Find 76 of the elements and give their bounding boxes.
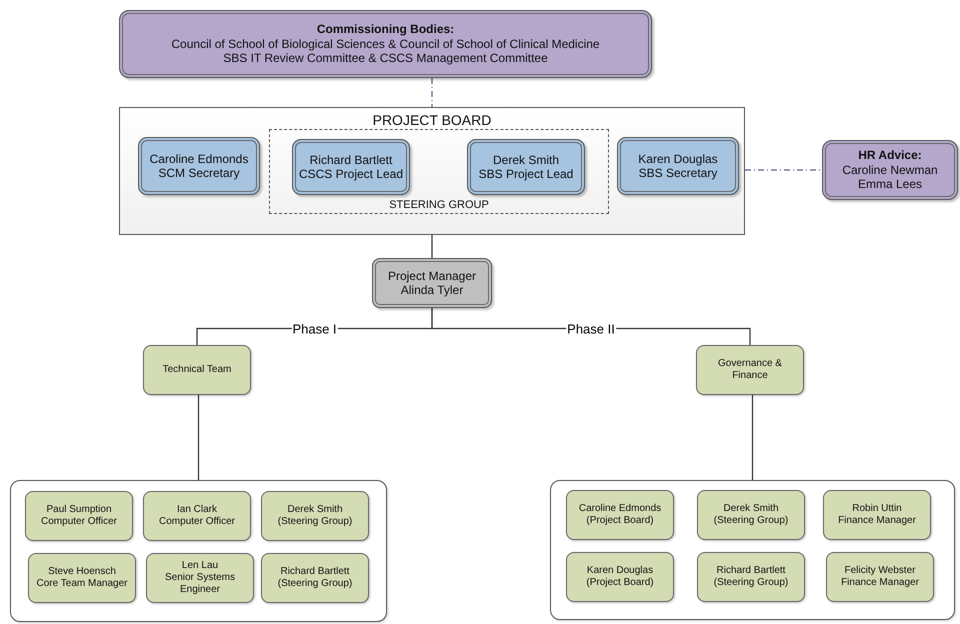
box-text: Alinda Tyler — [400, 283, 464, 298]
heading: HR Advice: — [857, 148, 923, 163]
box-text: Core Team Manager — [36, 578, 128, 590]
box-text: Karen Douglas — [586, 565, 654, 577]
member-box — [566, 552, 674, 602]
box-text: Finance Manager — [840, 577, 920, 589]
connector-line — [198, 395, 200, 480]
member-box — [826, 552, 934, 602]
empty-box — [10, 480, 387, 622]
box-text: CSCS Project Lead — [298, 167, 404, 182]
empty-box — [550, 480, 955, 620]
committee-box — [822, 140, 958, 200]
member-box — [697, 552, 805, 602]
connector-line — [752, 395, 754, 480]
team-box — [143, 345, 251, 395]
connector-line — [431, 78, 433, 107]
box-text: Derek Smith — [722, 503, 780, 515]
member-box — [28, 553, 136, 603]
member-box — [146, 553, 254, 603]
box-text: SBS IT Review Committee & CSCS Management Committee — [222, 51, 549, 66]
box-text: Derek Smith — [492, 152, 560, 167]
box-text: Len Lau — [180, 560, 220, 572]
box-text: Karen Douglas — [637, 152, 719, 166]
committee-box — [119, 10, 652, 78]
box-text: Derek Smith — [286, 504, 344, 516]
person-box — [138, 137, 260, 195]
person-box — [292, 139, 410, 195]
edge-label: Phase II — [566, 321, 616, 336]
person-box — [467, 139, 585, 195]
panel-title: STEERING GROUP — [388, 198, 490, 212]
member-box — [261, 553, 369, 603]
box-text: Technical Team — [162, 364, 232, 376]
box-text: Council of School of Biological Sciences & Council of School of Clinical Medicine — [170, 36, 601, 52]
box-text: (Project Board) — [585, 515, 655, 527]
person-box — [617, 137, 739, 195]
edge-label: Phase I — [291, 321, 338, 336]
member-box — [25, 491, 133, 541]
member-box — [697, 490, 805, 540]
box-text: Senior Systems Engineer — [164, 572, 236, 596]
group-frame — [269, 129, 609, 214]
box-text: (Steering Group) — [276, 516, 354, 528]
box-text: Computer Officer — [158, 516, 236, 528]
box-text: Ian Clark — [176, 504, 218, 516]
box-text: Caroline Edmonds — [578, 503, 662, 515]
box-text: (Steering Group) — [276, 578, 354, 590]
box-text: Emma Lees — [856, 177, 924, 192]
board-panel — [119, 107, 745, 235]
box-text: Finance Manager — [837, 515, 917, 527]
box-text: Caroline Newman — [841, 162, 939, 178]
box-text: Richard Bartlett — [716, 565, 786, 577]
box-text: Felicity Webster — [844, 565, 916, 577]
box-text: (Steering Group) — [712, 577, 790, 589]
box-text: (Steering Group) — [712, 515, 790, 527]
panel-title: PROJECT BOARD — [372, 112, 492, 129]
connector-line — [431, 235, 433, 258]
heading: Commissioning Bodies: — [316, 22, 456, 37]
box-text: Richard Bartlett — [308, 152, 394, 167]
member-box — [823, 490, 931, 540]
box-text: Steve Hoensch — [47, 566, 117, 578]
manager-box — [372, 258, 492, 308]
member-box — [143, 491, 251, 541]
box-text: SBS Project Lead — [478, 167, 574, 182]
box-text: Computer Officer — [40, 516, 118, 528]
box-text: Robin Uttin — [851, 503, 903, 515]
box-text: Caroline Edmonds — [148, 152, 250, 166]
box-text: Project Manager — [386, 268, 478, 283]
box-text: Paul Sumption — [45, 504, 113, 516]
team-box — [696, 345, 804, 395]
connector-line — [745, 169, 822, 171]
box-text: Governance & Finance — [717, 358, 783, 382]
member-box — [566, 490, 674, 540]
box-text: SCM Secretary — [157, 166, 241, 180]
box-text: (Project Board) — [585, 577, 655, 589]
member-box — [261, 491, 369, 541]
box-text: Richard Bartlett — [280, 566, 350, 578]
box-text: SBS Secretary — [638, 166, 718, 180]
